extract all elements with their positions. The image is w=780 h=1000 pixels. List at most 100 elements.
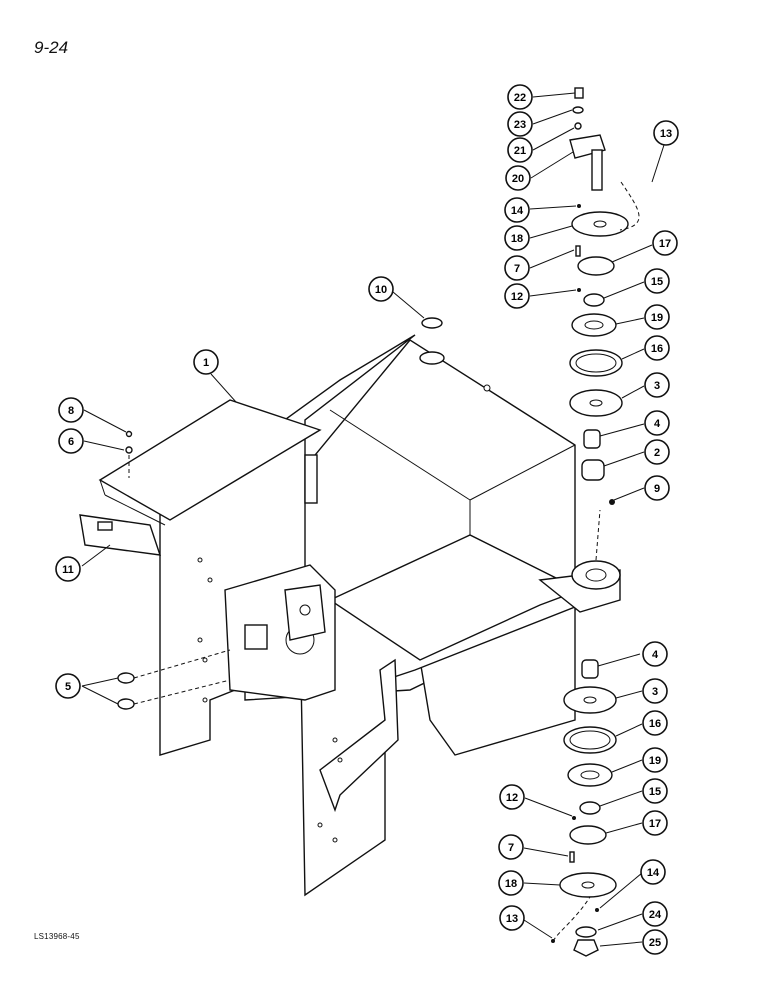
callout-c18b: 18 [498, 870, 524, 896]
callout-c22a: 22 [507, 84, 533, 110]
callout-c3a: 3 [644, 372, 670, 398]
callout-circle [644, 335, 670, 361]
lower-pivot-stack [551, 659, 617, 957]
callout-label: 11 [62, 564, 74, 576]
callout-label: 3 [654, 380, 660, 392]
callout-label: 16 [651, 343, 663, 355]
callout-circle [504, 283, 530, 309]
callout-label: 19 [651, 312, 663, 324]
left-top-cover [98, 399, 322, 521]
right-top-cover [328, 534, 582, 661]
callout-label: 16 [649, 718, 661, 730]
callout-c24: 24 [642, 901, 668, 927]
seal-15-upper [583, 293, 605, 307]
bolt-8 [125, 430, 133, 438]
callout-circle [498, 834, 524, 860]
callout-label: 24 [649, 909, 662, 921]
callout-c17a: 17 [652, 230, 678, 256]
callout-c10: 10 [368, 276, 394, 302]
callout-label: 19 [649, 755, 661, 767]
callout-label: 15 [651, 276, 663, 288]
callout-circle [642, 929, 668, 955]
callout-circle [640, 859, 666, 885]
callout-circle [644, 304, 670, 330]
nut-21 [574, 122, 582, 130]
callout-c13b: 13 [499, 905, 525, 931]
plug-upper [117, 672, 135, 684]
callout-label: 13 [660, 128, 672, 140]
bolt-7-upper [575, 245, 581, 257]
callout-c2: 2 [644, 439, 670, 465]
callout-circle [55, 556, 81, 582]
callout-label: 13 [506, 913, 518, 925]
callout-label: 4 [654, 418, 661, 430]
callout-circle [642, 710, 668, 736]
callout-label: 1 [203, 357, 209, 369]
plug-lower [117, 698, 135, 710]
washer-24 [575, 926, 597, 938]
callout-circle [58, 397, 84, 423]
sight-gauge [304, 454, 318, 504]
callout-circle [642, 678, 668, 704]
callout-label: 12 [511, 291, 523, 303]
callout-c11: 11 [55, 556, 81, 582]
callout-circle [193, 349, 219, 375]
callout-c9: 9 [644, 475, 670, 501]
bushing-4-upper [583, 429, 601, 449]
nut-12-upper [577, 288, 581, 292]
callout-c16a: 16 [644, 335, 670, 361]
callout-c16b: 16 [642, 710, 668, 736]
callout-circle [498, 870, 524, 896]
nut-25 [573, 939, 599, 957]
callout-c5: 5 [55, 673, 81, 699]
callout-circle [499, 784, 525, 810]
callout-label: 21 [514, 145, 526, 157]
callout-c8: 8 [58, 397, 84, 423]
callout-label: 22 [514, 92, 526, 104]
callout-circle [644, 372, 670, 398]
callout-label: 12 [506, 792, 518, 804]
callout-c15a: 15 [644, 268, 670, 294]
reference-code: LS13968-45 [34, 932, 80, 941]
callout-label: 3 [652, 686, 658, 698]
callout-label: 7 [508, 842, 514, 854]
callout-circle [507, 137, 533, 163]
callout-label: 9 [654, 483, 660, 495]
cover-plate-slot [97, 521, 113, 531]
callout-label: 5 [65, 681, 71, 693]
callout-c7a: 7 [504, 255, 530, 281]
callout-c3b: 3 [642, 678, 668, 704]
callout-circle [58, 428, 84, 454]
callout-circle [642, 810, 668, 836]
callout-c13a: 13 [653, 120, 679, 146]
callout-c14a: 14 [504, 197, 530, 223]
bolt-7-lower [569, 851, 575, 863]
cross-member-window [244, 624, 268, 650]
callout-circle [644, 475, 670, 501]
page-number: 9-24 [34, 38, 69, 57]
callout-c12a: 12 [504, 283, 530, 309]
callout-label: 2 [654, 447, 660, 459]
retainer-17-upper [577, 256, 615, 276]
callout-c7b: 7 [498, 834, 524, 860]
filler-cap [421, 317, 443, 329]
callout-circle [504, 225, 530, 251]
pin-20 [591, 149, 603, 191]
callout-circle [644, 439, 670, 465]
filler-neck [419, 351, 445, 365]
callout-label: 18 [505, 878, 517, 890]
seal-15-lower [579, 801, 601, 815]
callout-circle [499, 905, 525, 931]
upper-pivot-stack [569, 87, 640, 505]
callout-circle [644, 410, 670, 436]
callout-c23: 23 [507, 111, 533, 137]
callout-label: 20 [512, 173, 524, 185]
leader-lines [81, 92, 665, 947]
callout-circle [652, 230, 678, 256]
callout-c19a: 19 [644, 304, 670, 330]
fitting-9 [609, 499, 615, 505]
bolt-14-lower [595, 908, 599, 912]
callout-circle [642, 747, 668, 773]
